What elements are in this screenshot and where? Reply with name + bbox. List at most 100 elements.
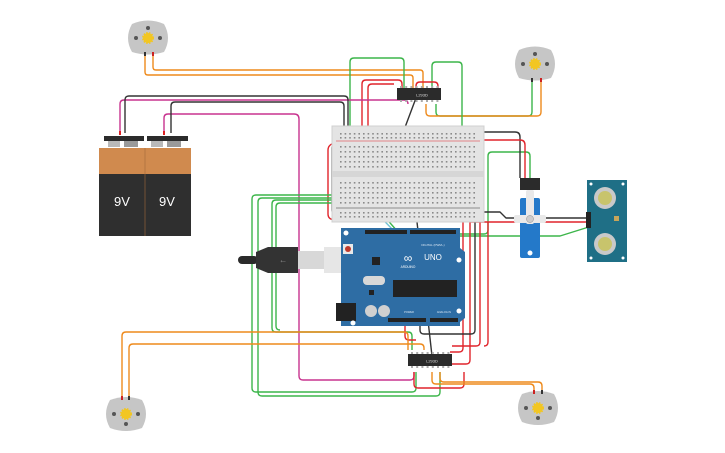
wire-black[interactable] xyxy=(482,131,521,178)
l293d-driver-top[interactable]: L293D xyxy=(397,86,441,102)
breadboard-hole xyxy=(344,133,347,135)
chip-pin xyxy=(410,86,413,88)
micro-servo[interactable] xyxy=(514,178,546,258)
breadboard-hole xyxy=(418,146,420,148)
wire-black[interactable] xyxy=(470,211,592,219)
breadboard-hole xyxy=(468,151,471,153)
wire-red[interactable] xyxy=(413,372,465,389)
wire-black[interactable] xyxy=(419,214,476,335)
wire-green[interactable] xyxy=(435,78,533,117)
wire-black[interactable] xyxy=(124,95,349,133)
breadboard-hole xyxy=(464,166,466,168)
breadboard-hole xyxy=(399,156,402,158)
breadboard-hole xyxy=(432,197,434,199)
chip-pin xyxy=(420,100,423,102)
breadboard-hole xyxy=(455,133,457,135)
wire-orange[interactable] xyxy=(431,372,535,392)
breadboard-hole xyxy=(358,161,360,163)
wire-green[interactable] xyxy=(271,199,413,350)
wire-green[interactable] xyxy=(257,197,441,397)
dc-motor-bottom-right[interactable] xyxy=(518,390,558,425)
breadboard-hole xyxy=(455,156,457,158)
wire-red[interactable] xyxy=(404,322,416,341)
breadboard-hole xyxy=(418,187,420,189)
breadboard-hole xyxy=(399,166,402,168)
breadboard-hole xyxy=(459,156,462,158)
wire-green[interactable] xyxy=(275,202,340,331)
battery-1[interactable]: 9V xyxy=(99,136,145,236)
breadboard-hole xyxy=(445,137,448,139)
breadboard-hole xyxy=(404,187,406,189)
chip-pin xyxy=(400,86,402,88)
wire-red[interactable] xyxy=(450,222,464,353)
dc-motor-bottom-left[interactable] xyxy=(106,396,146,431)
arduino-analog-label: ANALOG IN xyxy=(437,310,451,314)
ultrasonic-sensor[interactable] xyxy=(586,180,627,262)
wire-orange[interactable] xyxy=(439,372,543,392)
reset-button[interactable] xyxy=(345,246,351,252)
breadboard-hole xyxy=(455,166,457,168)
breadboard-hole xyxy=(376,161,379,163)
battery-2[interactable]: 9V xyxy=(144,136,191,236)
dc-motor-top-left[interactable] xyxy=(128,20,168,57)
wire-red[interactable] xyxy=(367,83,394,128)
wire-orange[interactable] xyxy=(128,343,425,400)
arduino-uno[interactable]: ∞ ARDUINO UNO DIGITAL (PWM~) POWER ANALO… xyxy=(336,228,465,326)
breadboard-hole xyxy=(413,161,416,163)
wire-green[interactable] xyxy=(349,57,405,128)
wire-orange[interactable] xyxy=(121,331,409,400)
chip-pin xyxy=(426,100,428,102)
breadboard-hole xyxy=(358,216,360,218)
breadboard[interactable] xyxy=(331,125,485,223)
wire-black[interactable] xyxy=(170,101,345,133)
wire-red[interactable] xyxy=(361,79,403,128)
l293d-driver-bottom[interactable]: L293D xyxy=(408,352,452,368)
breadboard-hole xyxy=(376,192,379,194)
breadboard-hole xyxy=(427,146,429,148)
wire-magenta[interactable] xyxy=(163,113,415,381)
breadboard-hole xyxy=(436,156,439,158)
breadboard-hole xyxy=(441,133,443,135)
wire-orange[interactable] xyxy=(425,78,542,117)
wire-green[interactable] xyxy=(251,194,417,393)
usb-cable[interactable]: ⭠ xyxy=(238,247,344,273)
breadboard-hole xyxy=(363,216,365,218)
wire-red[interactable] xyxy=(482,139,526,178)
breadboard-hole xyxy=(427,133,429,135)
breadboard-hole xyxy=(340,156,342,158)
breadboard-hole xyxy=(422,212,425,214)
breadboard-hole xyxy=(427,212,429,214)
breadboard-hole xyxy=(432,212,434,214)
breadboard-hole xyxy=(445,187,448,189)
breadboard-hole xyxy=(390,151,393,153)
breadboard-hole xyxy=(395,166,397,168)
breadboard-hole xyxy=(344,146,347,148)
breadboard-hole xyxy=(404,156,406,158)
breadboard-hole xyxy=(340,161,342,163)
breadboard-hole xyxy=(358,187,360,189)
wire-green[interactable] xyxy=(425,151,531,235)
wire-red[interactable] xyxy=(483,222,489,347)
wire-red[interactable] xyxy=(452,222,471,365)
breadboard-hole xyxy=(344,187,347,189)
breadboard-hole xyxy=(445,197,448,199)
breadboard-hole xyxy=(436,137,439,139)
wire-black[interactable] xyxy=(403,97,417,131)
wire-red[interactable] xyxy=(452,222,481,347)
breadboard-hole xyxy=(464,187,466,189)
breadboard-hole xyxy=(372,216,374,218)
dc-motor-top-right[interactable] xyxy=(515,46,555,83)
wire-orange[interactable] xyxy=(144,52,414,92)
breadboard-hole xyxy=(445,146,448,148)
breadboard-hole xyxy=(349,212,351,214)
chip-pin xyxy=(442,366,445,368)
wire-green[interactable] xyxy=(430,225,593,237)
wire-orange[interactable] xyxy=(152,52,424,92)
breadboard-hole xyxy=(436,197,439,199)
wire-magenta[interactable] xyxy=(119,99,409,133)
gear-icon xyxy=(529,58,541,70)
breadboard-hole xyxy=(381,182,383,184)
wire-red[interactable] xyxy=(415,81,439,92)
breadboard-hole xyxy=(436,202,439,204)
breadboard-hole xyxy=(464,137,466,139)
